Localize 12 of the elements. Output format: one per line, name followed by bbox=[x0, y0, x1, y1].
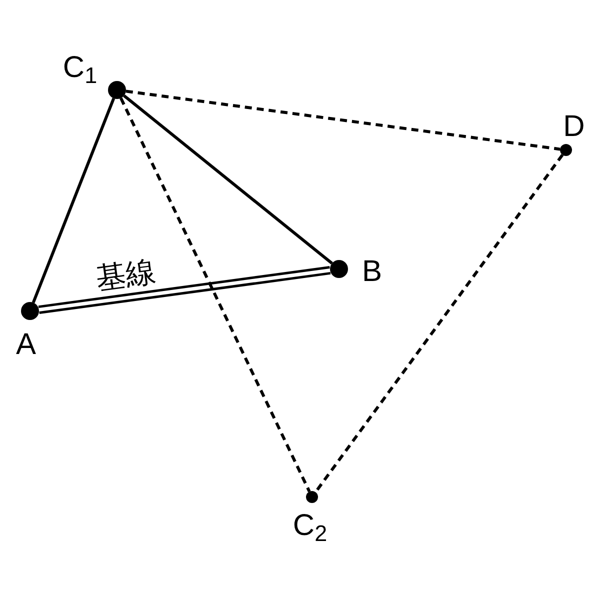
double-line bbox=[37, 266, 332, 314]
point-label: D bbox=[563, 112, 585, 142]
point-label: B bbox=[362, 257, 382, 287]
line bbox=[32, 98, 116, 304]
dashed-line bbox=[120, 97, 311, 492]
line bbox=[123, 94, 333, 265]
point-label: A bbox=[16, 330, 36, 360]
point-label: C$_{1}$ bbox=[62, 53, 98, 83]
edge-label: 基線 bbox=[94, 257, 158, 295]
dashed-line bbox=[126, 90, 560, 151]
point-label: C$_{2}$ bbox=[292, 511, 328, 541]
dashed-line bbox=[314, 154, 564, 494]
